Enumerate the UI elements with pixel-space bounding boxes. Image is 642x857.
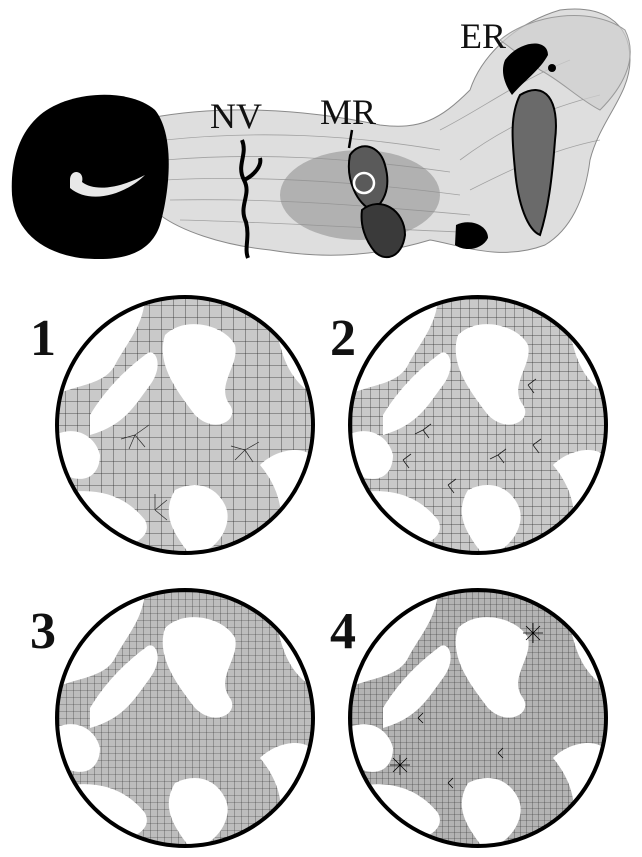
label-er: ER: [460, 16, 506, 56]
anatomy-illustration: NV MR ER: [12, 9, 630, 259]
panel-number: 2: [330, 310, 356, 367]
label-mr: MR: [320, 92, 376, 132]
panel-number: 1: [30, 310, 56, 367]
mesh-panel-3: 3: [30, 588, 315, 848]
mesh-panel-2: 2: [330, 295, 608, 555]
panel-number: 3: [30, 603, 56, 660]
panel-number: 4: [330, 603, 356, 660]
mesh-panel-4: 4: [330, 588, 608, 848]
bone-cross-section: [12, 95, 169, 259]
label-nv: NV: [210, 96, 262, 136]
mesh-panel-1: 1: [30, 295, 315, 555]
